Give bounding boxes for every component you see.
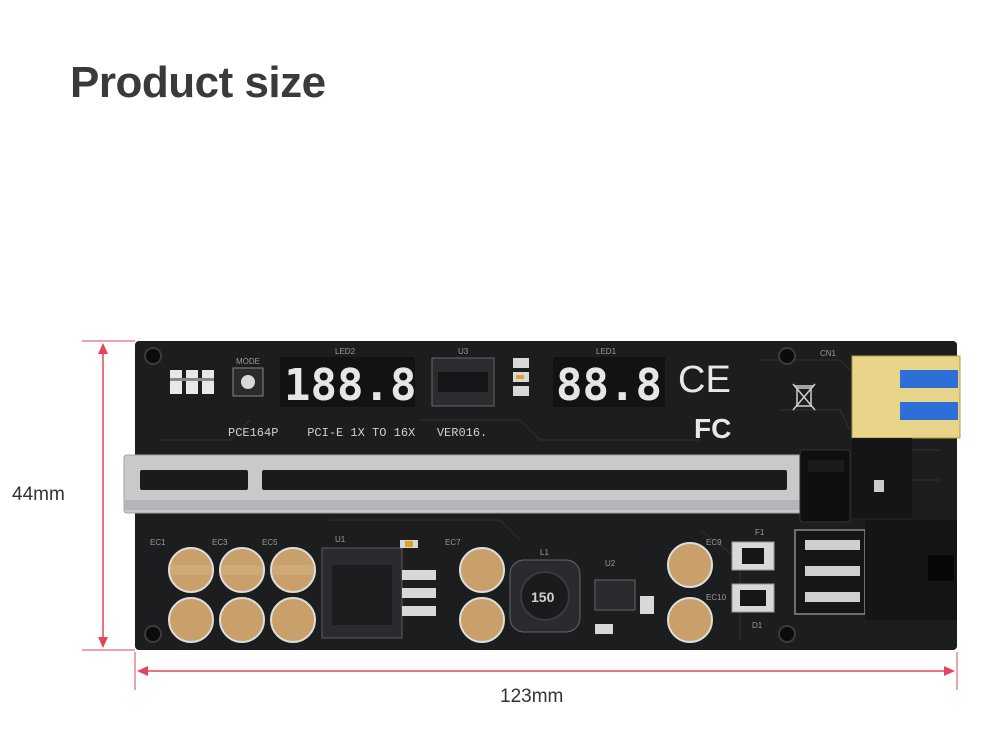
fc-mark: FC bbox=[694, 413, 731, 444]
pcb-board: MODE LED2 188.8 U3 LED1 88.8 CE FC PCE bbox=[123, 341, 961, 650]
l1-label: L1 bbox=[540, 548, 549, 557]
u2-label: U2 bbox=[605, 559, 616, 568]
u3-label: U3 bbox=[458, 347, 469, 356]
ec9-label: EC9 bbox=[706, 538, 722, 547]
usb-connector: CN1 bbox=[820, 349, 961, 518]
d1-label: D1 bbox=[752, 621, 763, 630]
weee-bin-icon bbox=[792, 383, 816, 411]
led2-label: LED2 bbox=[335, 347, 356, 356]
u1-label: U1 bbox=[335, 535, 346, 544]
pcie-x16-slot bbox=[123, 454, 805, 514]
page-title: Product size bbox=[70, 58, 326, 107]
ec7-label: EC7 bbox=[445, 538, 461, 547]
left-segment-display: 188.8 bbox=[284, 360, 416, 411]
silkscreen-text: PCE164P PCI-E 1X TO 16X VER016. bbox=[228, 426, 487, 440]
height-dimension-label: 44mm bbox=[12, 484, 65, 505]
power-connector bbox=[794, 520, 957, 620]
right-segment-display: 88.8 bbox=[556, 360, 662, 411]
ec10-label: EC10 bbox=[706, 593, 727, 602]
ce-mark: CE bbox=[678, 359, 731, 401]
mode-label: MODE bbox=[236, 357, 260, 366]
led1-label: LED1 bbox=[596, 347, 617, 356]
l1-value: 150 bbox=[531, 589, 555, 605]
f1-label: F1 bbox=[755, 528, 765, 537]
capacitor-bank-left: EC1 EC3 EC5 bbox=[150, 538, 316, 643]
width-dimension-lines bbox=[134, 652, 958, 690]
cn1-label: CN1 bbox=[820, 349, 837, 358]
width-dimension-label: 123mm bbox=[500, 686, 564, 707]
height-dimension-lines bbox=[82, 340, 135, 651]
ec5-label: EC5 bbox=[262, 538, 278, 547]
ec1-label: EC1 bbox=[150, 538, 166, 547]
ec3-label: EC3 bbox=[212, 538, 228, 547]
